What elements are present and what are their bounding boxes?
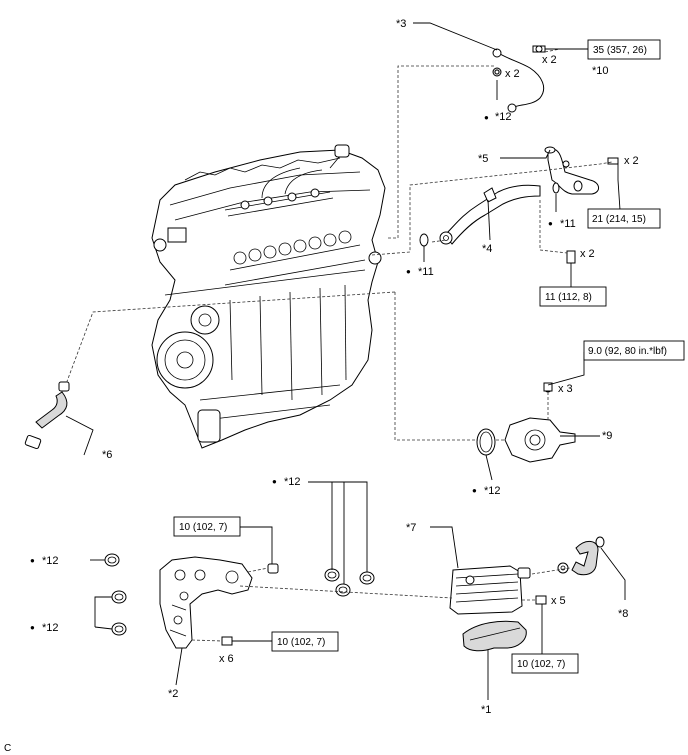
bullet-12a: ●: [484, 113, 489, 122]
bullet-11a: ●: [548, 219, 553, 228]
qty-label-5: x 3: [558, 383, 573, 395]
callout-1: *1: [481, 704, 491, 716]
alignment-lines: [65, 48, 613, 642]
callout-11b: *11: [418, 266, 434, 278]
qty-label-1: x 2: [542, 54, 557, 66]
thermostat-housing-part: [504, 382, 576, 463]
torque-box-3: [539, 286, 607, 307]
o-ring-set: [104, 553, 375, 636]
torque-value-3: 11 (112, 8): [545, 292, 592, 303]
callout-12e: *12: [42, 622, 59, 634]
callout-12b: *12: [484, 485, 501, 497]
gasket-pair-upper: [492, 67, 502, 77]
torque-box-5: [173, 516, 241, 537]
gasket-ring-9: [476, 428, 496, 456]
torque-value-5: 10 (102, 7): [179, 522, 227, 533]
torque-value-1: 35 (357, 26): [593, 45, 647, 56]
callout-5: *5: [478, 153, 488, 165]
bolt-2-lower: [221, 636, 233, 646]
qty-label-3: x 2: [624, 155, 639, 167]
water-bypass-pipe-part: [544, 146, 599, 195]
qty-label-7: x 6: [219, 653, 234, 665]
oil-pipe-part: [492, 48, 545, 113]
o-ring-11b: [419, 233, 429, 247]
o-ring-11a: [552, 182, 560, 194]
union-bolt: [532, 45, 546, 53]
callout-12c: *12: [284, 476, 301, 488]
callout-9: *9: [602, 430, 612, 442]
callout-12d: *12: [42, 555, 59, 567]
qty-label-4: x 2: [580, 248, 595, 260]
callout-2: *2: [168, 688, 178, 700]
torque-spec-boxes: 35 (357, 26) 21 (214, 15) 11 (112, 8) 9.…: [173, 39, 685, 674]
callout-7: *7: [406, 522, 416, 534]
torque-box-7: [511, 653, 579, 674]
bolt-7: [535, 595, 547, 605]
callout-4: *4: [482, 243, 492, 255]
qty-label-6: x 5: [551, 595, 566, 607]
bullet-12e: ●: [30, 623, 35, 632]
engine-assembly: [151, 144, 386, 449]
qty-label-2: x 2: [505, 68, 520, 80]
part-callouts: *3 *10 ● *12 *5 ● *11 *4 ● *11 *6 *9 ● *…: [30, 18, 628, 716]
torque-value-4: 9.0 (92, 80 in.*lbf): [588, 346, 667, 357]
torque-box-1: [587, 39, 661, 60]
hose-part: [24, 381, 70, 450]
bullet-12d: ●: [30, 556, 35, 565]
water-outlet-pipe-part: [439, 184, 541, 245]
callout-10: *10: [592, 65, 609, 77]
callout-6: *6: [102, 449, 112, 461]
corner-code: C: [4, 743, 11, 754]
torque-value-7: 10 (102, 7): [517, 659, 565, 670]
oil-cooler-part: [449, 565, 531, 615]
torque-value-2: 21 (214, 15): [592, 214, 646, 225]
gasket-1-part: [462, 620, 527, 652]
bolt-4: [566, 250, 576, 264]
torque-box-2: [587, 208, 661, 229]
torque-value-6: 10 (102, 7): [277, 637, 325, 648]
bullet-12c: ●: [272, 477, 277, 486]
bullet-11b: ●: [406, 267, 411, 276]
torque-box-6: [271, 631, 339, 652]
bolt-2-upper: [267, 563, 279, 574]
callout-8: *8: [618, 608, 628, 620]
bullet-12b: ●: [472, 486, 477, 495]
hose-8-part: [557, 536, 605, 576]
quantity-labels: x 2 x 2 x 2 x 2 x 3 x 5 x 6: [219, 54, 639, 665]
bolt-5: [607, 157, 619, 165]
intake-port-row: [233, 230, 352, 265]
callout-12a: *12: [495, 111, 512, 123]
callout-11a: *11: [560, 218, 576, 230]
torque-box-4: [583, 340, 685, 361]
callout-3: *3: [396, 18, 406, 30]
oil-filter-bracket-part: [159, 556, 253, 649]
